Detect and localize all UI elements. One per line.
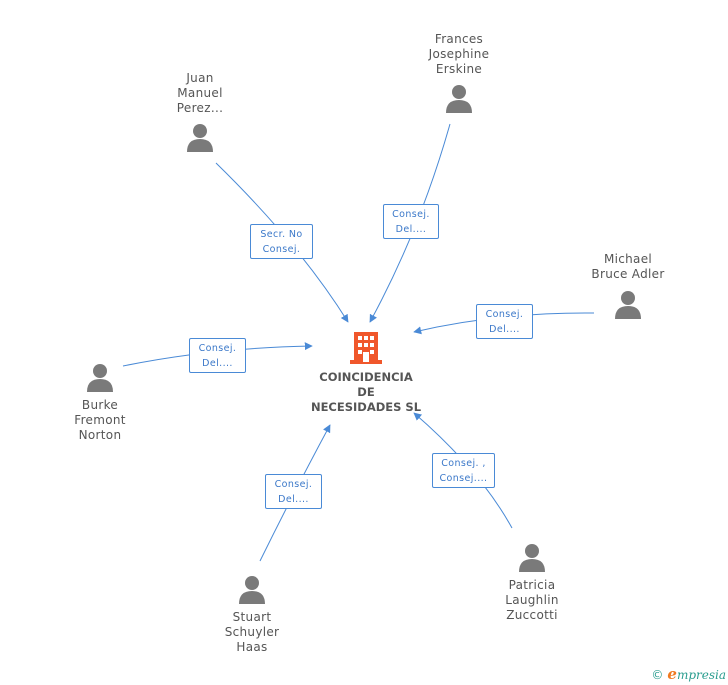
brand-logo-text: mpresia bbox=[676, 668, 726, 682]
brand-footer[interactable]: ©empresia bbox=[651, 665, 726, 683]
person-icon bbox=[519, 544, 545, 572]
relation-label-stuart[interactable]: Consej. Del.... bbox=[265, 474, 322, 509]
person-name: Michael Bruce Adler bbox=[584, 252, 672, 282]
person-node-juan[interactable]: Juan Manuel Perez... bbox=[160, 71, 240, 154]
person-name: Stuart Schuyler Haas bbox=[212, 610, 292, 655]
relation-label-line: Del.... bbox=[202, 358, 233, 369]
person-name: Frances Josephine Erskine bbox=[411, 32, 507, 77]
person-name-line: Erskine bbox=[435, 62, 483, 76]
company-name-line: COINCIDENCIA bbox=[319, 370, 413, 384]
person-name-line: Burke bbox=[81, 398, 119, 412]
person-icon bbox=[446, 85, 472, 113]
relation-label-line: Consej. bbox=[198, 343, 237, 354]
person-name-line: Fremont bbox=[74, 413, 126, 427]
person-icon bbox=[615, 291, 641, 319]
person-name: Juan Manuel Perez... bbox=[160, 71, 240, 116]
person-icon bbox=[87, 364, 113, 392]
person-name-line: Norton bbox=[78, 428, 122, 442]
company-name-line: NECESIDADES SL bbox=[310, 400, 422, 414]
person-node-frances[interactable]: Frances Josephine Erskine bbox=[411, 32, 507, 115]
company-node[interactable]: COINCIDENCIA DE NECESIDADES SL bbox=[306, 330, 426, 415]
person-node-stuart[interactable]: Stuart Schuyler Haas bbox=[212, 574, 292, 655]
person-name-line: Michael bbox=[603, 252, 653, 266]
person-name-line: Haas bbox=[236, 640, 268, 654]
relation-label-patricia[interactable]: Consej. , Consej.... bbox=[432, 453, 495, 488]
person-node-patricia[interactable]: Patricia Laughlin Zuccotti bbox=[492, 542, 572, 623]
relation-label-line: Del.... bbox=[395, 224, 427, 235]
relation-label-juan[interactable]: Secr. No Consej. bbox=[250, 224, 313, 259]
relation-label-line: Consej. bbox=[262, 244, 301, 255]
relation-label-line: Consej.... bbox=[439, 473, 488, 484]
person-name-line: Perez... bbox=[176, 101, 224, 115]
building-icon bbox=[350, 332, 382, 364]
person-name-line: Josephine bbox=[428, 47, 490, 61]
brand-logo-initial: e bbox=[667, 665, 677, 683]
person-icon bbox=[239, 576, 265, 604]
relation-label-burke[interactable]: Consej. Del.... bbox=[189, 338, 246, 373]
person-name-line: Laughlin bbox=[505, 593, 559, 607]
person-name-line: Schuyler bbox=[224, 625, 280, 639]
relation-label-frances[interactable]: Consej. Del.... bbox=[383, 204, 439, 239]
relation-label-michael[interactable]: Consej. Del.... bbox=[476, 304, 533, 339]
person-name-line: Patricia bbox=[508, 578, 556, 592]
person-name-line: Frances bbox=[434, 32, 484, 46]
person-icon bbox=[187, 124, 213, 152]
person-name-line: Bruce Adler bbox=[591, 267, 665, 281]
person-name-line: Zuccotti bbox=[506, 608, 558, 622]
company-name: COINCIDENCIA DE NECESIDADES SL bbox=[306, 370, 426, 415]
relation-label-line: Consej. bbox=[485, 309, 524, 320]
person-name-line: Juan bbox=[186, 71, 214, 85]
person-name: Patricia Laughlin Zuccotti bbox=[492, 578, 572, 623]
company-name-line: DE bbox=[357, 385, 375, 399]
relation-label-line: Del.... bbox=[489, 324, 520, 335]
person-node-burke[interactable]: Burke Fremont Norton bbox=[62, 362, 138, 443]
relation-label-line: Del.... bbox=[278, 494, 309, 505]
person-name-line: Stuart bbox=[232, 610, 272, 624]
relation-label-line: Consej. , bbox=[441, 458, 486, 469]
person-name-line: Manuel bbox=[177, 86, 223, 100]
relation-label-line: Consej. bbox=[274, 479, 313, 490]
relation-label-line: Secr. No bbox=[260, 229, 303, 240]
person-name: Burke Fremont Norton bbox=[62, 398, 138, 443]
relation-label-line: Consej. bbox=[392, 209, 430, 220]
person-node-michael[interactable]: Michael Bruce Adler bbox=[584, 252, 672, 321]
copyright-symbol: © bbox=[651, 668, 664, 682]
